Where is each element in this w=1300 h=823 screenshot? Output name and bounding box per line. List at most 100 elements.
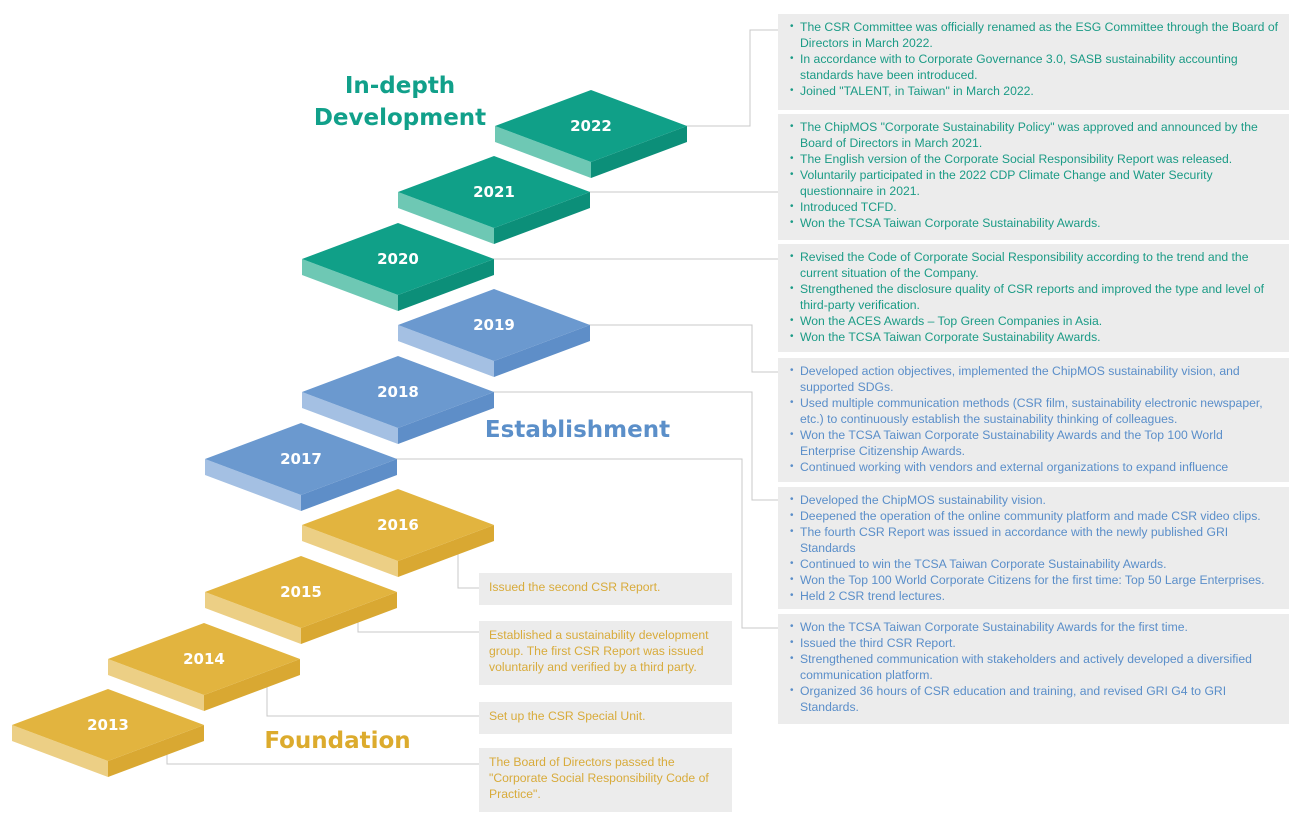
step-2018-top	[302, 356, 494, 428]
year-label-2015: 2015	[280, 583, 322, 601]
milestone-2016-item: Issued the second CSR Report.	[489, 580, 661, 594]
milestone-2020-item: Strengthened the disclosure quality of C…	[790, 281, 1279, 313]
milestone-2015-item: Established a sustainability development…	[489, 628, 709, 674]
step-2019-front	[398, 325, 494, 377]
milestone-2021-item: Voluntarily participated in the 2022 CDP…	[790, 167, 1279, 199]
step-2015-front	[205, 592, 301, 644]
step-2021-front	[398, 192, 494, 244]
step-2020-side	[398, 259, 494, 311]
milestone-2022-item: Joined "TALENT, in Taiwan" in March 2022…	[790, 83, 1279, 99]
steps-group: 2022 2021 2020 2019 2018 2017 2016 2015 2014 2013	[12, 90, 687, 777]
step-2019-top	[398, 289, 590, 361]
milestone-2019-item: Continued working with vendors and exter…	[790, 459, 1279, 475]
step-2021: 2021	[398, 156, 590, 244]
step-2014: 2014	[108, 623, 300, 711]
connector-2019	[516, 324, 778, 373]
milestone-2019-item: Developed action objectives, implemented…	[790, 363, 1279, 395]
milestone-2021-item: Won the TCSA Taiwan Corporate Sustainabi…	[790, 215, 1279, 231]
step-2018-side	[398, 392, 494, 444]
connector-2017	[322, 458, 778, 629]
milestone-2021-item: Introduced TCFD.	[790, 199, 1279, 215]
step-2022: 2022	[495, 90, 687, 178]
year-label-2013: 2013	[87, 716, 129, 734]
step-2018: 2018	[302, 356, 494, 444]
milestone-2017-item: Issued the third CSR Report.	[790, 635, 1279, 651]
milestone-box-2015: Established a sustainability development…	[479, 621, 732, 685]
step-2017-top	[205, 423, 397, 495]
year-label-2022: 2022	[570, 117, 612, 135]
step-2020-front	[302, 259, 398, 311]
step-2014-top	[108, 623, 300, 695]
milestone-2018-item: The fourth CSR Report was issued in acco…	[790, 524, 1279, 556]
milestone-2021-item: The ChipMOS "Corporate Sustainability Po…	[790, 119, 1279, 151]
milestone-2014-item: Set up the CSR Special Unit.	[489, 709, 646, 723]
milestone-box-2018: Developed the ChipMOS sustainability vis…	[778, 487, 1289, 609]
milestone-2019-item: Won the TCSA Taiwan Corporate Sustainabi…	[790, 427, 1279, 459]
year-label-2016: 2016	[377, 516, 419, 534]
milestone-2020-item: Won the TCSA Taiwan Corporate Sustainabi…	[790, 329, 1279, 345]
year-label-2020: 2020	[377, 250, 419, 268]
year-label-2019: 2019	[473, 316, 515, 334]
milestone-2021-item: The English version of the Corporate Soc…	[790, 151, 1279, 167]
phase-title-indepth-line1: In-depth	[344, 73, 456, 99]
step-2022-front	[495, 126, 591, 178]
milestone-2020-item: Revised the Code of Corporate Social Res…	[790, 249, 1279, 281]
step-2016: 2016	[302, 489, 494, 577]
milestone-2018-item: Developed the ChipMOS sustainability vis…	[790, 492, 1279, 508]
step-2019: 2019	[398, 289, 590, 377]
milestone-2019-item: Used multiple communication methods (CSR…	[790, 395, 1279, 427]
milestone-box-2020: Revised the Code of Corporate Social Res…	[778, 244, 1289, 352]
milestone-box-2017: Won the TCSA Taiwan Corporate Sustainabi…	[778, 614, 1289, 724]
milestone-2018-item: Held 2 CSR trend lectures.	[790, 588, 1279, 604]
year-label-2018: 2018	[377, 383, 419, 401]
phase-title-foundation: Foundation	[264, 728, 411, 754]
year-label-2017: 2017	[280, 450, 322, 468]
step-2015-top	[205, 556, 397, 628]
step-2020-top	[302, 223, 494, 295]
milestone-box-2014: Set up the CSR Special Unit.	[479, 702, 732, 734]
year-label-2021: 2021	[473, 183, 515, 201]
phase-title-establishment: Establishment	[484, 417, 671, 443]
milestone-box-2021: The ChipMOS "Corporate Sustainability Po…	[778, 114, 1289, 240]
step-2013: 2013	[12, 689, 204, 777]
milestone-box-2013: The Board of Directors passed the "Corpo…	[479, 748, 732, 812]
milestone-2017-item: Organized 36 hours of CSR education and …	[790, 683, 1279, 715]
step-2019-side	[494, 325, 590, 377]
step-2017-front	[205, 459, 301, 511]
milestone-2022-item: The CSR Committee was officially renamed…	[790, 19, 1279, 51]
connector-2018	[420, 391, 778, 501]
step-2016-front	[302, 525, 398, 577]
step-2016-top	[302, 489, 494, 561]
step-2015: 2015	[205, 556, 397, 644]
step-2016-side	[398, 525, 494, 577]
milestone-2017-item: Won the TCSA Taiwan Corporate Sustainabi…	[790, 619, 1279, 635]
year-label-2014: 2014	[183, 650, 225, 668]
step-2021-side	[494, 192, 590, 244]
milestone-box-2016: Issued the second CSR Report.	[479, 573, 732, 605]
step-2013-top	[12, 689, 204, 761]
step-2017-side	[301, 459, 397, 511]
milestone-box-2019: Developed action objectives, implemented…	[778, 358, 1289, 482]
step-2022-top	[495, 90, 687, 162]
step-2021-top	[398, 156, 590, 228]
step-2017: 2017	[205, 423, 397, 511]
milestone-box-2022: The CSR Committee was officially renamed…	[778, 14, 1289, 110]
step-2013-front	[12, 725, 108, 777]
milestone-2022-item: In accordance with to Corporate Governan…	[790, 51, 1279, 83]
step-2013-side	[108, 725, 204, 777]
step-2022-side	[591, 126, 687, 178]
step-2014-side	[204, 659, 300, 711]
milestone-2018-item: Deepened the operation of the online com…	[790, 508, 1279, 524]
milestone-2017-item: Strengthened communication with stakehol…	[790, 651, 1279, 683]
milestone-2018-item: Won the Top 100 World Corporate Citizens…	[790, 572, 1279, 588]
phase-title-indepth: In-depth Development	[290, 70, 510, 134]
phase-title-indepth-line2: Development	[313, 105, 487, 131]
step-2020: 2020	[302, 223, 494, 311]
milestone-2018-item: Continued to win the TCSA Taiwan Corpora…	[790, 556, 1279, 572]
milestone-2013-item: The Board of Directors passed the "Corpo…	[489, 755, 709, 801]
step-2015-side	[301, 592, 397, 644]
milestone-2020-item: Won the ACES Awards – Top Green Companie…	[790, 313, 1279, 329]
step-2014-front	[108, 659, 204, 711]
step-2018-front	[302, 392, 398, 444]
